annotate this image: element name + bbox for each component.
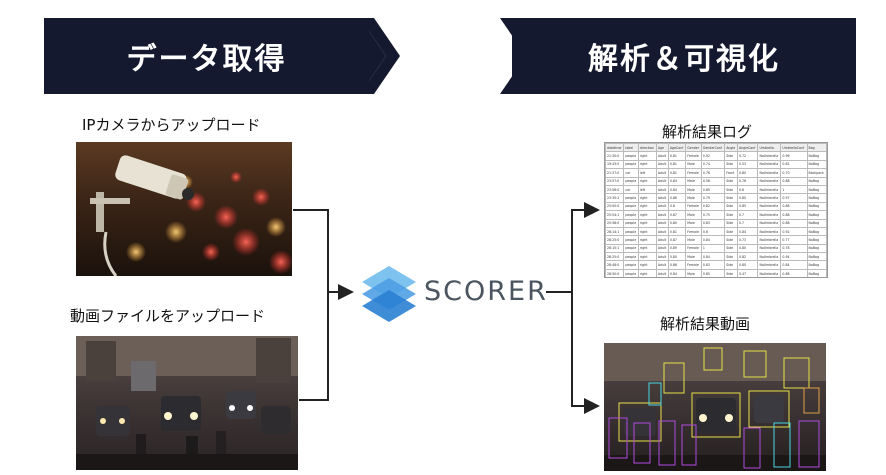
ip-camera-image: [76, 142, 292, 276]
detection-overlay: [604, 343, 826, 471]
video-upload-label: 動画ファイルをアップロード: [70, 307, 266, 325]
log-cell: right: [637, 268, 657, 277]
street-video-image: [76, 336, 298, 470]
log-cell: 0.47: [736, 268, 759, 277]
log-cell: NoBag: [806, 268, 827, 277]
ip-camera-photo: [90, 155, 292, 276]
scorer-logo-text: SCORER: [424, 276, 548, 307]
log-cell: 0.84: [667, 268, 687, 277]
camera-upload-label: IPカメラからアップロード: [82, 116, 261, 134]
result-log-label: 解析結果ログ: [662, 123, 753, 141]
data-acquisition-banner: データ取得: [44, 18, 369, 94]
log-cell: 0.85: [700, 268, 726, 277]
log-cell: 28:50:0: [605, 268, 625, 277]
chevron-right-icon: [330, 18, 400, 94]
scorer-logo-icon: [362, 266, 416, 322]
analysis-visualization-banner: 解析＆可視化: [512, 18, 856, 94]
security-camera-icon: [90, 155, 194, 276]
street-traffic-photo: [76, 336, 298, 470]
data-acquisition-title: データ取得: [126, 42, 287, 77]
analysis-visualization-title: 解析＆可視化: [588, 42, 780, 77]
result-video-label: 解析結果動画: [660, 315, 751, 333]
analysis-result-video-image: [604, 343, 826, 471]
